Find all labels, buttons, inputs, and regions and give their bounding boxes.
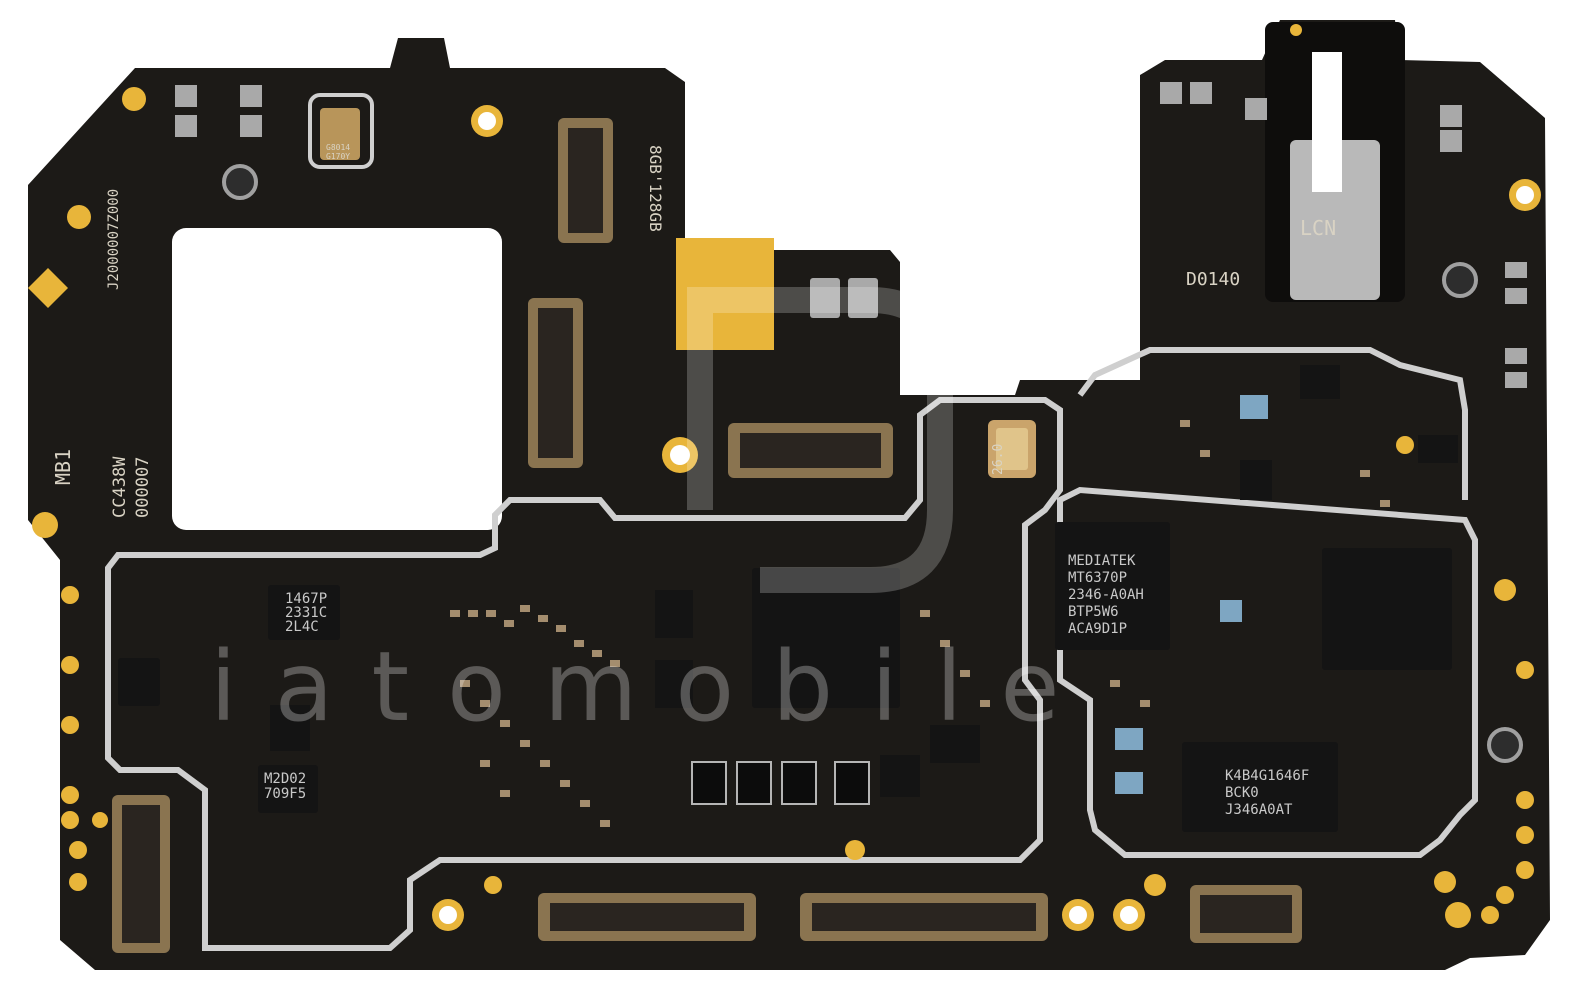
memory-label: 8GB'128GB	[646, 145, 665, 232]
ram-line-1: BCK0	[1225, 785, 1259, 801]
code-upper: CC438W	[110, 456, 130, 518]
pmic-text: MEDIATEK MT6370P 2346-A0AH BTP5W6 ACA9D1…	[1068, 553, 1144, 637]
ic-m2d02-text: M2D02 709F5	[264, 771, 306, 802]
sensor-line1: G8014	[326, 143, 350, 152]
ram-line-2: J346A0AT	[1225, 802, 1293, 818]
gold-contact-pad	[676, 238, 774, 350]
ram-text: K4B4G1646F BCK0 J346A0AT	[1225, 768, 1309, 818]
pmic-line-3: BTP5W6	[1068, 604, 1119, 620]
watermark: iatomobile	[210, 631, 1097, 743]
crystal-label: 26.0	[991, 444, 1006, 475]
inductor-row	[691, 761, 870, 805]
ic-1467-line-0: 1467P	[285, 591, 327, 607]
pmic-line-1: MT6370P	[1068, 570, 1127, 586]
ic-1467-line-1: 2331C	[285, 605, 327, 621]
pmic-line-4: ACA9D1P	[1068, 621, 1127, 637]
serial-side: J2000007Z000	[106, 189, 122, 290]
code-lower: 000007	[133, 457, 153, 518]
gold-pads	[28, 87, 1541, 931]
chips	[118, 365, 1458, 832]
shield-trace-left	[105, 397, 1063, 951]
pmic-line-0: MEDIATEK	[1068, 553, 1136, 569]
ram-line-0: K4B4G1646F	[1225, 768, 1309, 784]
board-cutout	[172, 228, 502, 530]
ic-m2d02-line-0: M2D02	[264, 771, 306, 787]
mic-sensor	[308, 93, 374, 169]
watermark-logo	[687, 287, 953, 593]
passive-components	[450, 420, 1390, 827]
pmic-line-2: 2346-A0AH	[1068, 587, 1144, 603]
rf-connectors	[222, 164, 1523, 763]
small-shield-cans	[175, 82, 1527, 388]
jack-label: LCN	[1300, 216, 1336, 240]
board-connectors	[112, 118, 1302, 953]
mb-label: MB1	[51, 449, 75, 485]
blue-components	[1115, 395, 1268, 794]
sensor-line2: G170Y	[326, 152, 350, 161]
ic-1467-line-2: 2L4C	[285, 619, 319, 635]
ic-m2d02-line-1: 709F5	[264, 786, 306, 802]
d-label: D0140	[1186, 269, 1240, 290]
ic-1467-text: 1467P 2331C 2L4C	[285, 591, 327, 635]
audio-jack	[1265, 22, 1405, 302]
